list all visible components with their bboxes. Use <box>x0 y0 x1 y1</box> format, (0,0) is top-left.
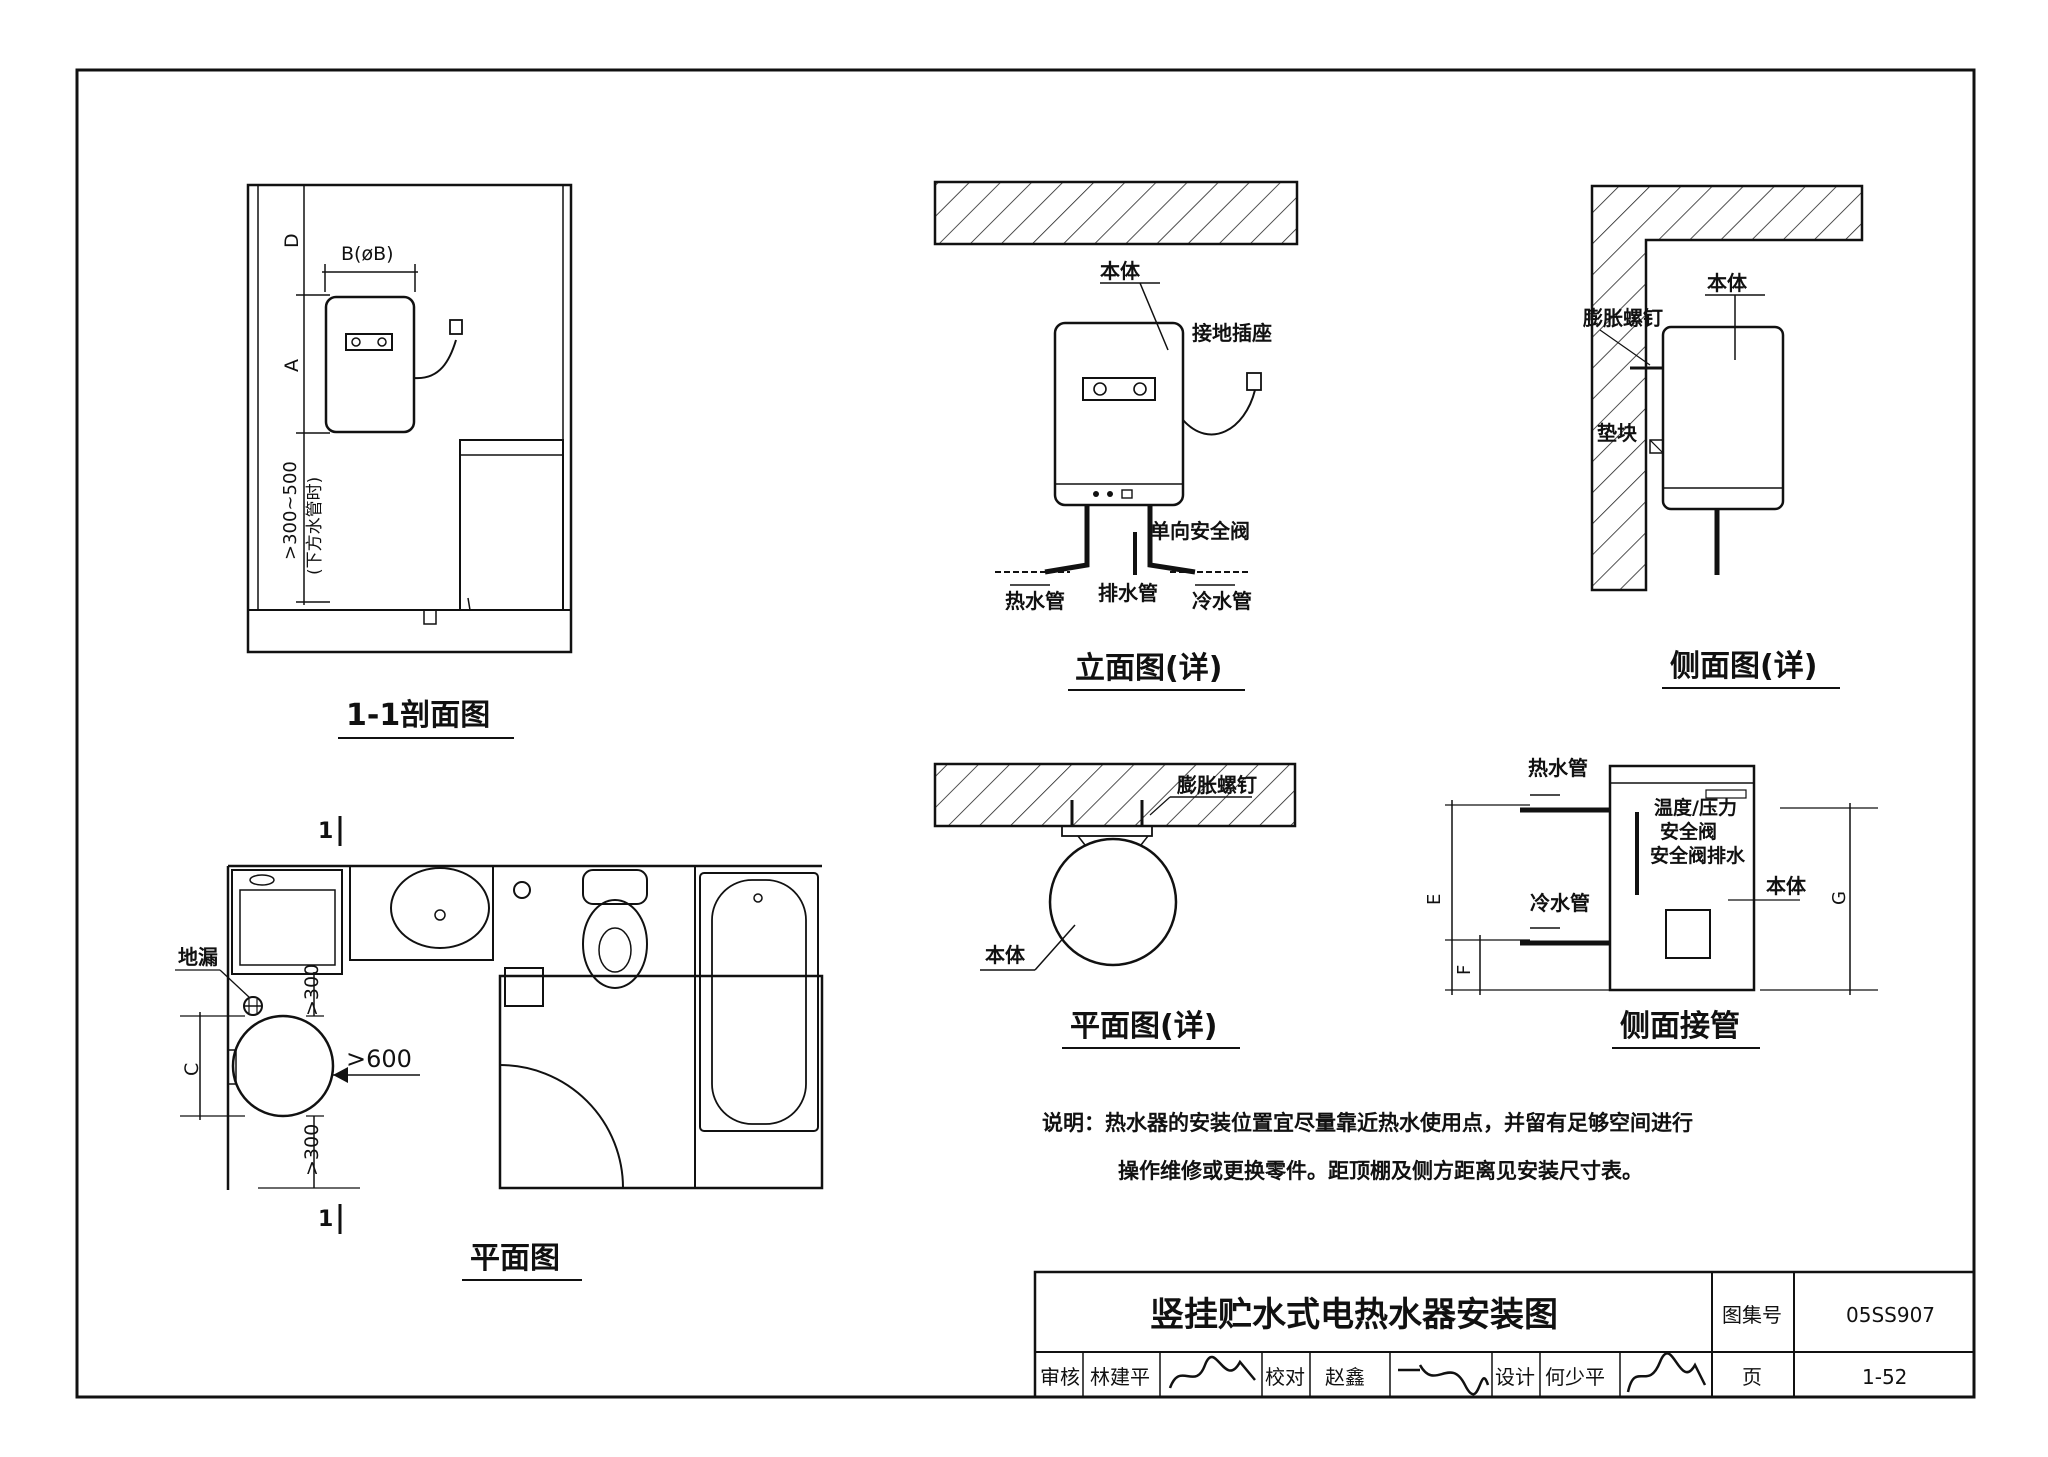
door-swing <box>499 1064 624 1189</box>
control-panel <box>345 333 393 351</box>
plan-body-label: 本体 <box>985 943 1026 967</box>
basin-plan <box>349 865 494 961</box>
atlas-number: 05SS907 <box>1846 1303 1935 1327</box>
ground-socket-icon <box>1246 372 1262 391</box>
reviewer-name: 林建平 <box>1090 1365 1150 1389</box>
dim-C-label: C <box>181 1063 203 1076</box>
piping-valve-line3: 安全阀排水 <box>1650 844 1746 867</box>
section-view: D A >300~500 (下方水管时) B(øB) <box>246 183 573 654</box>
elev-body-label: 本体 <box>1100 259 1141 283</box>
side-detail: 本体 膨胀螺钉 垫块 <box>1582 184 1864 592</box>
plan-detail-caption: 平面图(详) <box>1070 1009 1217 1044</box>
wall-and-ceiling <box>1590 184 1864 592</box>
dim-D-label: D <box>281 233 303 248</box>
note-line-2: 操作维修或更换零件。距顶棚及侧方距离见安装尺寸表。 <box>1118 1159 1643 1183</box>
heater-plan-small <box>231 1014 335 1118</box>
checker-name: 赵鑫 <box>1325 1365 1365 1389</box>
review-label: 审核 <box>1040 1365 1080 1389</box>
dim-lower-note: (下方水管时) <box>305 477 325 575</box>
dim-A-label: A <box>281 359 303 372</box>
section-view-caption: 1-1剖面图 <box>346 698 490 733</box>
reviewer-signature <box>1168 1355 1256 1389</box>
piping-cold-label: 冷水管 <box>1530 891 1590 915</box>
elevation-detail-caption: 立面图(详) <box>1075 651 1222 686</box>
floor-drain-icon <box>243 996 263 1016</box>
dim-E-label: E <box>1424 894 1445 905</box>
wall-socket-icon <box>449 319 463 335</box>
toilet-bowl-plan <box>582 899 648 989</box>
piping-valve-line2: 安全阀 <box>1660 820 1717 843</box>
title-block: 竖挂贮水式电热水器安装图 图集号 05SS907 审核 林建平 校对 赵鑫 设计… <box>1033 1270 1976 1399</box>
dim-front-label: >600 <box>346 1045 412 1073</box>
elev-cold-pipe-label: 冷水管 <box>1192 589 1252 613</box>
side-detail-caption: 侧面图(详) <box>1670 649 1817 684</box>
dim-top-label: >300 <box>301 964 323 1016</box>
dim-bottom-label: >300 <box>301 1124 323 1176</box>
piping-body-label: 本体 <box>1766 874 1807 898</box>
piping-hot-label: 热水管 <box>1528 756 1588 780</box>
side-piping: E F G 热水管 冷水管 温度/压力 安全阀 安全阀排水 本体 <box>1424 756 1878 995</box>
note-line-1: 说明：热水器的安装位置宜尽量靠近热水使用点，并留有足够空间进行 <box>1042 1111 1693 1135</box>
washer-plan <box>231 869 343 975</box>
page-number: 1-52 <box>1862 1365 1907 1389</box>
toilet-tank-plan <box>582 869 648 905</box>
elev-valve-label: 单向安全阀 <box>1150 519 1250 543</box>
floor-drain-label: 地漏 <box>178 945 218 969</box>
plan-detail: 膨胀螺钉 本体 <box>933 762 1297 971</box>
elev-socket-label: 接地插座 <box>1192 321 1272 345</box>
atlas-label: 图集号 <box>1722 1303 1782 1327</box>
designer-name: 何少平 <box>1545 1365 1605 1389</box>
elev-hot-pipe-label: 热水管 <box>1005 589 1065 613</box>
section-room-outline <box>246 183 573 654</box>
dim-B-label: B(øB) <box>341 243 394 265</box>
dim-lower-label: >300~500 <box>280 461 301 560</box>
drawing-title: 竖挂贮水式电热水器安装图 <box>1150 1295 1558 1335</box>
side-body-label: 本体 <box>1707 271 1748 295</box>
side-piping-caption: 侧面接管 <box>1620 1009 1740 1044</box>
drawing-frame <box>75 68 1976 1399</box>
heater-body <box>324 295 416 434</box>
plan-view-caption: 平面图 <box>470 1241 560 1276</box>
section-mark-bottom: 1 <box>318 1207 333 1232</box>
plan-bolt-label: 膨胀螺钉 <box>1176 773 1257 797</box>
side-pad-label: 垫块 <box>1597 421 1638 445</box>
piping-valve-line1: 温度/压力 <box>1654 796 1737 819</box>
ceiling-slab <box>933 180 1299 246</box>
design-label: 设计 <box>1495 1365 1535 1389</box>
page-label: 页 <box>1742 1365 1762 1389</box>
elev-drain-pipe-label: 排水管 <box>1098 581 1158 605</box>
designer-signature <box>1626 1352 1707 1393</box>
elevation-detail: 本体 接地插座 单向安全阀 热水管 排水管 冷水管 <box>933 180 1299 613</box>
dim-F-label: F <box>1454 965 1475 975</box>
side-bolt-label: 膨胀螺钉 <box>1582 306 1663 330</box>
plan-view: 1 1 地漏 <box>175 816 824 1234</box>
section-mark-top: 1 <box>318 819 333 844</box>
heater-plan-circle <box>1048 837 1178 967</box>
washing-machine <box>459 439 564 611</box>
bathtub-plan <box>699 872 819 1132</box>
checker-signature <box>1398 1364 1490 1396</box>
dim-G-label: G <box>1829 891 1850 905</box>
check-label: 校对 <box>1265 1365 1305 1389</box>
